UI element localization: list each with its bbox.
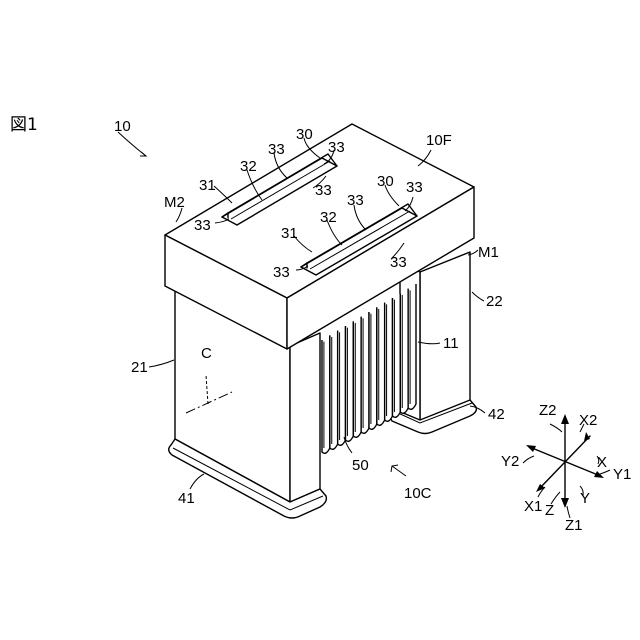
label-32b: 32 [320,209,337,226]
axis-z2: Z2 [539,402,557,419]
label-31a: 31 [199,177,216,194]
label-21: 21 [131,359,148,376]
label-32a: 32 [240,158,257,175]
fin [408,284,416,409]
axis-z: Z [545,502,554,519]
axis-x: X [597,454,607,471]
fin [393,293,401,417]
axis-y2: Y2 [501,453,519,470]
label-33d: 33 [194,217,211,234]
label-33h: 33 [390,254,407,271]
fin [330,331,338,450]
label-30a: 30 [296,126,313,143]
fin [322,335,330,453]
label-22: 22 [486,293,503,310]
label-33f: 33 [347,192,364,209]
label-42: 42 [488,406,505,423]
fin [385,298,393,421]
fin [369,307,377,429]
label-33a: 33 [268,141,285,158]
label-10c: 10C [404,485,432,502]
fin [338,326,346,445]
label-30b: 30 [377,173,394,190]
fin [377,303,385,426]
label-m2: M2 [164,194,185,211]
fin [400,289,408,414]
label-c: C [201,345,212,362]
figure-label: 図1 [10,115,38,135]
axes-indicator: Z2 X2 Y2 X Y1 X1 Z Y Z1 [501,402,631,534]
label-33b: 33 [328,139,345,156]
label-41: 41 [178,490,195,507]
fin [346,321,354,441]
label-31b: 31 [281,225,298,242]
label-10f: 10F [426,132,452,149]
axis-y1: Y1 [613,466,631,483]
label-11: 11 [443,335,459,352]
axis-x1: X1 [524,498,542,515]
label-33e: 33 [406,179,423,196]
label-50: 50 [352,457,369,474]
axis-z1: Z1 [565,517,583,534]
label-m1: M1 [478,244,499,261]
axis-x2: X2 [579,412,597,429]
label-33c: 33 [315,182,332,199]
label-10: 10 [114,118,131,135]
axis-y: Y [580,490,590,507]
label-33g: 33 [273,264,290,281]
fin [361,312,369,433]
fin [353,317,361,438]
